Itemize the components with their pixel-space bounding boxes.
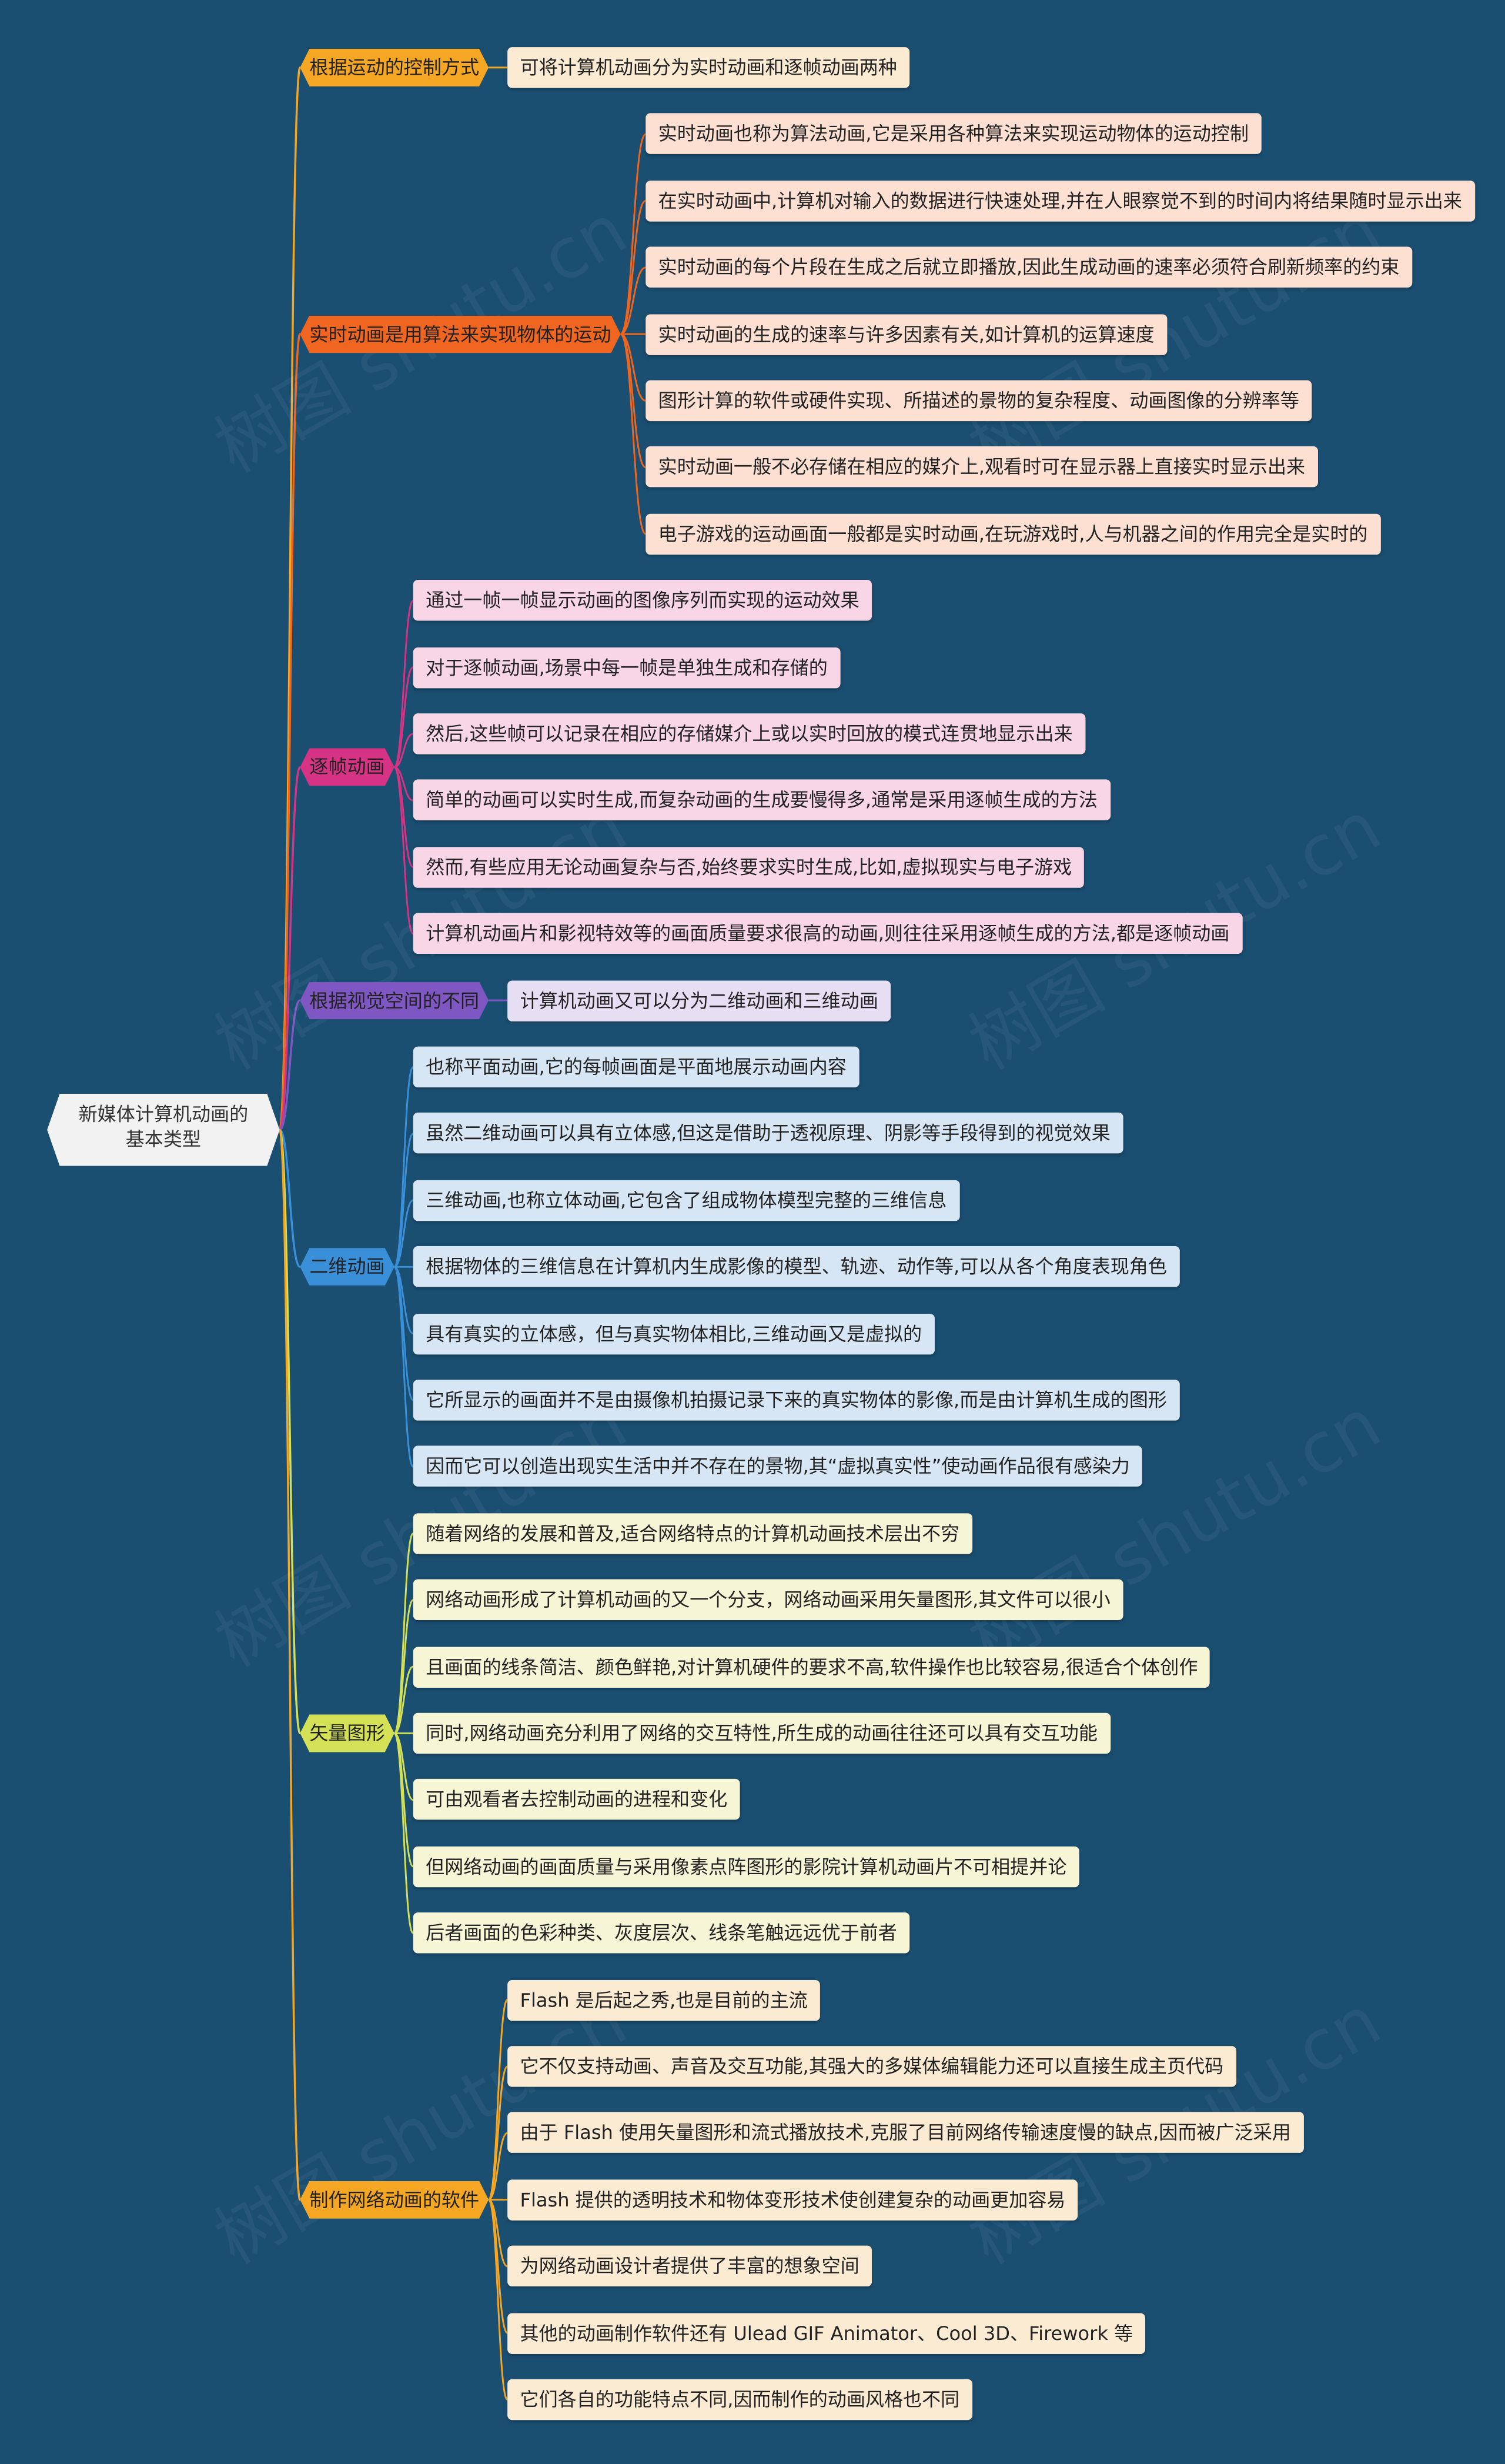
branch-leaf-connector xyxy=(620,333,647,535)
leaf-node[interactable]: 在实时动画中,计算机对输入的数据进行快速处理,并在人眼察觉不到的时间内将结果随时… xyxy=(646,180,1475,222)
leaf-node[interactable]: Flash 是后起之秀,也是目前的主流 xyxy=(507,1979,821,2021)
branch-node[interactable]: 制作网络动画的软件 xyxy=(300,2181,489,2218)
leaf-node[interactable]: 由于 Flash 使用矢量图形和流式播放技术,克服了目前网络传输速度慢的缺点,因… xyxy=(507,2112,1304,2154)
leaf-node[interactable]: 它不仅支持动画、声音及交互功能,其强大的多媒体编辑能力还可以直接生成主页代码 xyxy=(507,2046,1236,2087)
leaf-node[interactable]: 三维动画,也称立体动画,它包含了组成物体模型完整的三维信息 xyxy=(413,1180,959,1221)
leaf-node[interactable]: 实时动画的每个片段在生成之后就立即播放,因此生成动画的速率必须符合刷新频率的约束 xyxy=(646,247,1412,288)
branch-leaf-connector xyxy=(393,1599,414,1734)
root-label: 新媒体计算机动画的基本类型 xyxy=(78,1103,249,1151)
root-branch-connector xyxy=(278,333,302,1131)
leaf-node[interactable]: 虽然二维动画可以具有立体感,但这是借助于透视原理、阴影等手段得到的视觉效果 xyxy=(413,1113,1123,1154)
branch-leaf-connector xyxy=(393,599,414,769)
leaf-node[interactable]: 后者画面的色彩种类、灰度层次、线条笔触远远优于前者 xyxy=(413,1912,910,1954)
leaf-node[interactable]: 具有真实的立体感，但与真实物体相比,三维动画又是虚拟的 xyxy=(413,1313,935,1354)
root-branch-connector xyxy=(278,1129,302,1268)
branch-leaf-connector xyxy=(394,1199,414,1268)
leaf-node[interactable]: 可将计算机动画分为实时动画和逐帧动画两种 xyxy=(507,47,910,88)
root-branch-connector xyxy=(278,999,302,1131)
branch-leaf-connector xyxy=(620,200,647,335)
leaf-node[interactable]: 计算机动画又可以分为二维动画和三维动画 xyxy=(507,980,891,1021)
leaf-node[interactable]: 然而,有些应用无论动画复杂与否,始终要求实时生成,比如,虚拟现实与电子游戏 xyxy=(413,846,1085,888)
root-branch-connector xyxy=(278,766,302,1131)
branch-leaf-connector xyxy=(487,2065,509,2201)
leaf-node[interactable]: 其他的动画制作软件还有 Ulead GIF Animator、Cool 3D、F… xyxy=(507,2312,1146,2353)
branch-leaf-connector xyxy=(394,1665,414,1734)
leaf-node[interactable]: 通过一帧一帧显示动画的图像序列而实现的运动效果 xyxy=(413,580,872,622)
root-branch-connector xyxy=(278,1129,302,1735)
branch-node[interactable]: 逐帧动画 xyxy=(300,748,394,786)
branch-node[interactable]: 二维动画 xyxy=(300,1248,394,1286)
branch-leaf-connector xyxy=(394,766,414,802)
leaf-node[interactable]: 可由观看者去控制动画的进程和变化 xyxy=(413,1779,740,1821)
branch-leaf-connector xyxy=(393,1732,414,1934)
leaf-node[interactable]: 随着网络的发展和普及,适合网络特点的计算机动画技术层出不穷 xyxy=(413,1513,972,1554)
leaf-node[interactable]: 图形计算的软件或硬件实现、所描述的景物的复杂程度、动画图像的分辨率等 xyxy=(646,380,1312,422)
branch-node[interactable]: 矢量图形 xyxy=(300,1714,394,1752)
leaf-node[interactable]: 因而它可以创造出现实生活中并不存在的景物,其“虚拟真实性”使动画作品很有感染力 xyxy=(413,1446,1143,1487)
leaf-node[interactable]: 对于逐帧动画,场景中每一帧是单独生成和存储的 xyxy=(413,646,841,688)
leaf-node[interactable]: 然后,这些帧可以记录在相应的存储媒介上或以实时回放的模式连贯地显示出来 xyxy=(413,713,1086,754)
leaf-node[interactable]: 网络动画形成了计算机动画的又一个分支，网络动画采用矢量图形,其文件可以很小 xyxy=(413,1580,1123,1621)
leaf-node[interactable]: 且画面的线条简洁、颜色鲜艳,对计算机硬件的要求不高,软件操作也比较容易,很适合个… xyxy=(413,1646,1210,1687)
leaf-node[interactable]: 也称平面动画,它的每帧画面是平面地展示动画内容 xyxy=(413,1046,859,1088)
leaf-node[interactable]: 它所显示的画面并不是由摄像机拍摄记录下来的真实物体的影像,而是由计算机生成的图形 xyxy=(413,1380,1180,1421)
leaf-node[interactable]: 简单的动画可以实时生成,而复杂动画的生成要慢得多,通常是采用逐帧生成的方法 xyxy=(413,780,1111,821)
branch-leaf-connector xyxy=(394,733,414,769)
root-node[interactable]: 新媒体计算机动画的基本类型 xyxy=(47,1094,279,1166)
branch-leaf-connector xyxy=(393,1133,414,1268)
branch-leaf-connector xyxy=(620,333,646,402)
leaf-node[interactable]: 实时动画也称为算法动画,它是采用各种算法来实现运动物体的运动控制 xyxy=(646,113,1262,155)
leaf-node[interactable]: 实时动画一般不必存储在相应的媒介上,观看时可在显示器上直接实时显示出来 xyxy=(646,446,1318,488)
leaf-node[interactable]: 根据物体的三维信息在计算机内生成影像的模型、轨迹、动作等,可以从各个角度表现角色 xyxy=(413,1246,1180,1288)
branch-leaf-connector xyxy=(620,266,646,335)
branch-leaf-connector xyxy=(488,2132,508,2201)
branch-leaf-connector xyxy=(393,766,414,935)
branch-leaf-connector xyxy=(487,2199,509,2400)
branch-node[interactable]: 根据视觉空间的不同 xyxy=(300,981,489,1019)
leaf-node[interactable]: 计算机动画片和影视特效等的画面质量要求很高的动画,则往往采用逐帧生成的方法,都是… xyxy=(413,913,1242,954)
leaf-node[interactable]: 同时,网络动画充分利用了网络的交互特性,所生成的动画往往还可以具有交互功能 xyxy=(413,1712,1111,1754)
leaf-node[interactable]: 但网络动画的画面质量与采用像素点阵图形的影院计算机动画片不可相提并论 xyxy=(413,1846,1079,1887)
root-branch-connector xyxy=(278,1129,302,2201)
leaf-node[interactable]: 为网络动画设计者提供了丰富的想象空间 xyxy=(507,2246,872,2287)
branch-leaf-connector xyxy=(393,1266,414,1468)
leaf-node[interactable]: 它们各自的功能特点不同,因而制作的动画风格也不同 xyxy=(507,2379,972,2420)
branch-node[interactable]: 根据运动的控制方式 xyxy=(300,49,489,86)
leaf-node[interactable]: 实时动画的生成的速率与许多因素有关,如计算机的运算速度 xyxy=(646,313,1167,355)
branch-node[interactable]: 实时动画是用算法来实现物体的运动 xyxy=(300,315,620,353)
leaf-node[interactable]: 电子游戏的运动画面一般都是实时动画,在玩游戏时,人与机器之间的作用完全是实时的 xyxy=(646,513,1380,555)
leaf-node[interactable]: Flash 提供的透明技术和物体变形技术使创建复杂的动画更加容易 xyxy=(507,2179,1078,2221)
branch-leaf-connector xyxy=(393,666,414,769)
